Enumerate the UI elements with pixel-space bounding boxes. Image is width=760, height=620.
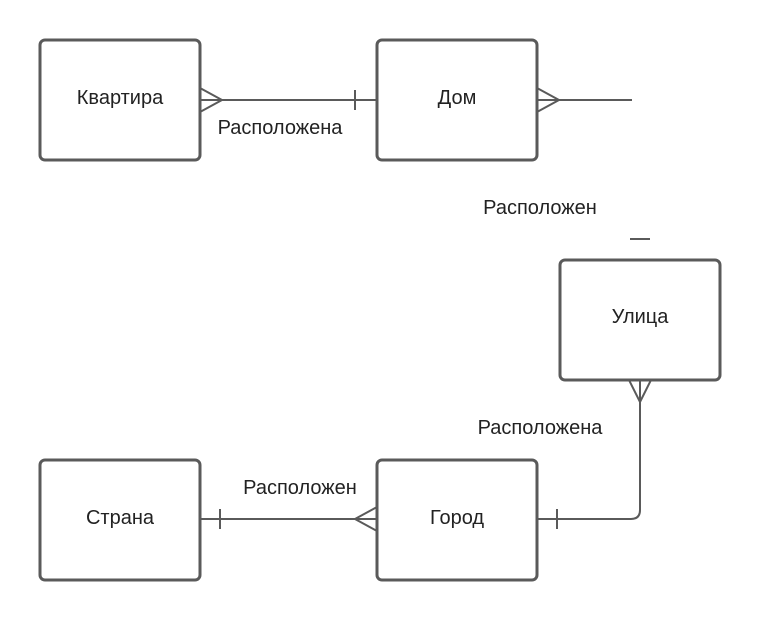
relationship-label-city-country: Расположен <box>243 477 357 499</box>
edge-apartment-house <box>199 87 377 113</box>
entity-house[interactable]: Дом <box>375 38 539 162</box>
entity-country[interactable]: Страна <box>38 458 202 582</box>
entity-apartment[interactable]: Квартира <box>38 38 202 162</box>
entity-country-label: Страна <box>86 507 155 529</box>
crowfoot-many-marker <box>628 379 652 405</box>
entity-street[interactable]: Улица <box>558 258 722 382</box>
entity-city[interactable]: Город <box>375 458 539 582</box>
entity-house-label: Дом <box>438 87 477 109</box>
edge-city-country <box>200 506 378 532</box>
crowfoot-many-marker <box>352 506 378 532</box>
relationship-label-street-city: Расположена <box>478 417 604 439</box>
edge-street-city <box>537 379 652 529</box>
crowfoot-many-marker <box>199 87 225 113</box>
crowfoot-many-marker <box>536 87 562 113</box>
edge-house-street <box>536 87 650 240</box>
entity-street-label: Улица <box>612 306 670 328</box>
entity-apartment-label: Квартира <box>77 87 164 109</box>
relationship-label-apartment-house: Расположена <box>218 117 344 139</box>
entity-city-label: Город <box>430 507 484 529</box>
relationship-label-house-street: Расположен <box>483 197 597 219</box>
